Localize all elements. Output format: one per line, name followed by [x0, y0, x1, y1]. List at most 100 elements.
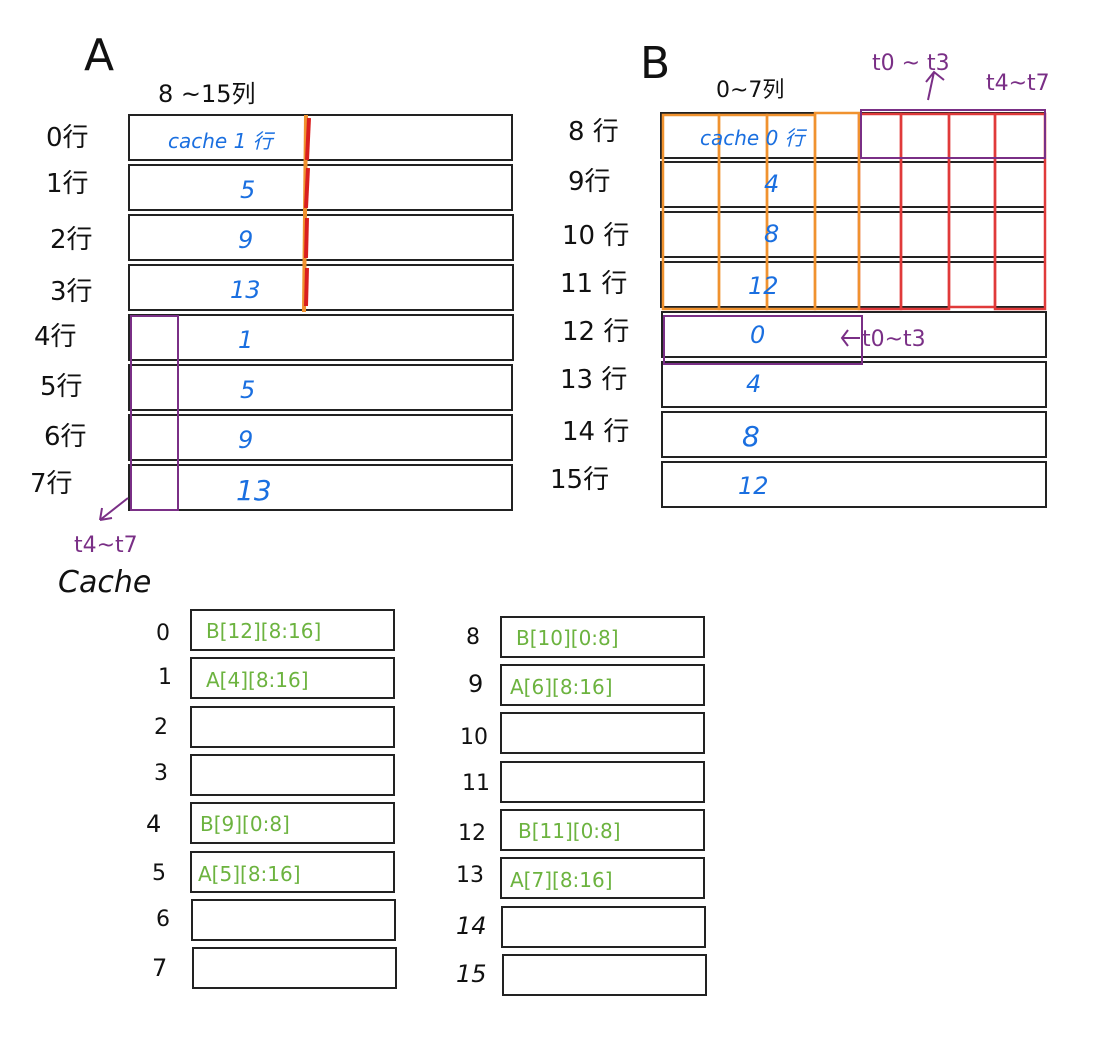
matrix-a-annotation: t4~t7: [74, 533, 138, 558]
matrix-b-row-box: [661, 361, 1047, 408]
cache-line-index: 13: [456, 863, 484, 888]
matrix-a-column-range: 8 ~15列: [158, 80, 256, 108]
cache-line-box: [191, 899, 396, 941]
matrix-a-row-box: [128, 214, 514, 261]
cache-line-index: 10: [460, 725, 488, 750]
matrix-b-row-box: [661, 311, 1047, 358]
cache-line-content: A[5][8:16]: [198, 862, 301, 886]
matrix-a-row-box: [128, 264, 514, 311]
cache-line-index: 1: [158, 665, 172, 690]
cache-line-content: B[9][0:8]: [200, 812, 290, 836]
cache-line-content: B[12][8:16]: [206, 619, 321, 643]
matrix-b-cell-label: 4: [746, 370, 761, 398]
matrix-b-cell-label: 4: [764, 170, 779, 198]
matrix-a-row-box: [128, 464, 513, 511]
arrow-up-icon: [925, 70, 945, 101]
cache-line-index: 11: [462, 771, 490, 796]
matrix-b-red-column: [947, 112, 997, 309]
matrix-a: A 8 ~15列 0行 1行 2行 3行 4行 5行 6行 7行 cache 1…: [30, 30, 514, 558]
matrix-b-row-label: 12 行: [562, 317, 629, 347]
cache-line-index: 4: [146, 810, 161, 838]
matrix-b-purple-box: [663, 315, 863, 365]
matrix-b-row-label: 11 行: [560, 269, 627, 299]
matrix-b-row-label: 15行: [550, 465, 609, 495]
arrow-head-icon: [99, 507, 113, 521]
matrix-a-red-mark: [304, 217, 309, 259]
matrix-b-cell-label: 0: [750, 321, 765, 349]
matrix-a-row-box: [128, 164, 513, 211]
matrix-b-annotation-row12: t0~t3: [862, 327, 926, 352]
cache-line-box: [500, 809, 705, 851]
matrix-a-cell-label: 1: [238, 326, 253, 354]
cache-line-index: 15: [456, 960, 487, 988]
cache-line-content: B[11][0:8]: [518, 819, 621, 843]
matrix-b-cell-label: cache 0 行: [700, 126, 808, 150]
matrix-a-row-box: [128, 114, 513, 161]
matrix-a-cell-label: 13: [230, 276, 261, 304]
matrix-a-row-box: [128, 314, 514, 361]
matrix-a-row-label: 2行: [50, 225, 93, 255]
matrix-a-cell-label: 5: [240, 176, 255, 204]
matrix-b-row-label: 10 行: [562, 221, 629, 251]
cache-line-box: [190, 657, 395, 699]
cache-line-box: [190, 609, 395, 651]
matrix-a-purple-block: [130, 315, 179, 511]
cache-line-index: 7: [152, 954, 167, 982]
matrix-b-cell-label: 12: [748, 272, 779, 300]
matrix-b-orange-column: [813, 111, 861, 311]
cache-line-index: 8: [466, 625, 480, 650]
matrix-a-row-label: 0行: [46, 123, 89, 153]
matrix-a-cell-label: 9: [238, 426, 253, 454]
matrix-a-red-mark: [304, 167, 310, 209]
matrix-b-row-box: [661, 461, 1047, 508]
matrix-a-arrow: [99, 497, 129, 521]
cache-line-box: [190, 802, 395, 844]
matrix-b-row-label: 14 行: [562, 417, 629, 447]
cache-line-content: B[10][0:8]: [516, 626, 619, 650]
matrix-a-cell-label: 13: [236, 474, 272, 507]
cache-line-index: 9: [468, 670, 483, 698]
matrix-b-cell-label: 8: [742, 420, 760, 453]
cache-line-index: 6: [156, 907, 170, 932]
cache: Cache 0 1 2 3 4 5 6 7 B[12][8:16] A[4][8…: [58, 565, 707, 996]
cache-line-box: [500, 616, 705, 658]
cache-line-box: [502, 954, 707, 996]
matrix-b-title: B: [640, 38, 670, 89]
cache-line-index: 2: [154, 715, 168, 740]
matrix-a-cell-label: 5: [240, 376, 255, 404]
matrix-a-row-label: 6行: [44, 422, 87, 452]
cache-line-index: 12: [458, 821, 486, 846]
matrix-a-cell-label: cache 1 行: [168, 129, 276, 153]
matrix-b-row-label: 9行: [568, 167, 611, 197]
cache-line-content: A[4][8:16]: [206, 668, 309, 692]
cache-line-box: [190, 754, 395, 796]
matrix-a-row-label: 1行: [46, 169, 89, 199]
cache-line-box: [500, 857, 705, 899]
cache-line-index: 14: [456, 912, 487, 940]
matrix-b-column-range: 0~7列: [716, 78, 784, 103]
cache-line-box: [500, 761, 705, 803]
matrix-a-row-box: [128, 364, 513, 411]
matrix-a-red-mark: [305, 117, 311, 161]
matrix-b-row-label: 8 行: [568, 117, 619, 147]
cache-line-index: 3: [154, 761, 168, 786]
matrix-a-row-label: 3行: [50, 277, 93, 307]
matrix-b: B 0~7列 t0 ~ t3 t4~t7 8 行 9行 10 行 11 行 12…: [550, 38, 1050, 508]
matrix-a-row-box: [128, 414, 513, 461]
matrix-a-title: A: [84, 30, 114, 81]
matrix-a-row-label: 4行: [34, 322, 77, 352]
cache-line-box: [500, 664, 705, 706]
cache-line-box: [500, 712, 705, 754]
matrix-b-row-box: [661, 411, 1047, 458]
cache-line-index: 5: [152, 861, 166, 886]
matrix-a-cell-label: 9: [238, 226, 253, 254]
cache-line-index: 0: [156, 621, 170, 646]
matrix-a-row-label: 5行: [40, 372, 83, 402]
matrix-b-row-label: 13 行: [560, 365, 627, 395]
matrix-a-row-label: 7行: [30, 469, 73, 499]
cache-line-content: A[6][8:16]: [510, 675, 613, 699]
matrix-b-purple-box: [860, 109, 1046, 159]
arrow-left-icon: [840, 329, 860, 347]
matrix-b-cell-label: 12: [738, 472, 769, 500]
